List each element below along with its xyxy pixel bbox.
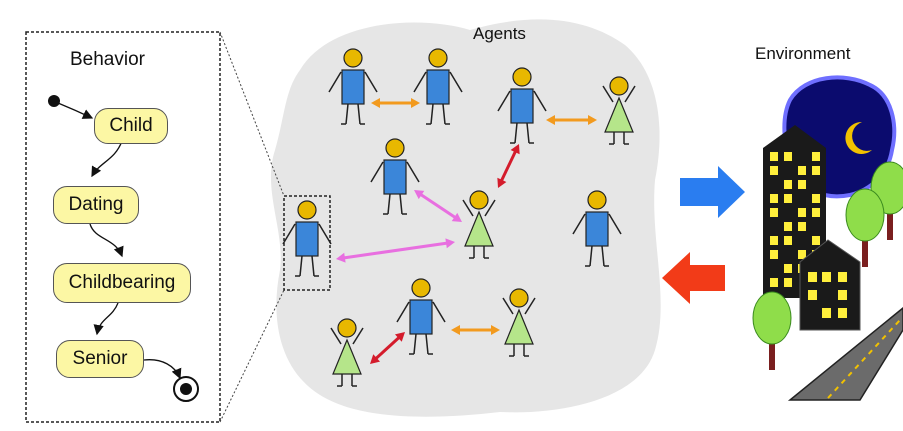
behavior-title: Behavior [70, 49, 145, 70]
interaction-arrow-pink [336, 238, 455, 263]
road-icon [787, 307, 903, 401]
interaction-arrow-orange [546, 115, 597, 125]
interaction-arrow-pink [414, 190, 462, 222]
transition-child-dating [91, 140, 123, 178]
arrow-to-environment [680, 166, 745, 218]
interaction-arrow-red [370, 332, 405, 364]
male-agent-icon [396, 278, 446, 355]
arrow-to-agents [662, 252, 725, 304]
male-agent-icon [572, 190, 622, 267]
state-child: Child [94, 108, 168, 144]
male-agent-icon [282, 200, 332, 277]
transition-childbearing-senior [93, 302, 119, 336]
tree-icon [752, 291, 792, 370]
zoom-line-top [219, 31, 285, 197]
male-agent-icon [497, 67, 547, 144]
male-agent-icon [413, 48, 463, 125]
building-icon [799, 239, 861, 331]
male-agent-icon [328, 48, 378, 125]
interaction-arrow-orange [451, 325, 500, 335]
moon-icon [845, 121, 872, 154]
interaction-arrow-orange [371, 98, 420, 108]
state-childbearing: Childbearing [53, 263, 191, 303]
start-node-icon [48, 95, 60, 107]
state-dating: Dating [53, 186, 139, 224]
male-agent-icon [370, 138, 420, 215]
female-agent-icon [502, 288, 536, 357]
transition-senior-end [143, 359, 182, 380]
state-senior: Senior [56, 340, 144, 378]
female-agent-icon [330, 318, 364, 387]
interaction-arrow-red [497, 144, 520, 188]
transition-dating-childbearing [89, 223, 124, 258]
female-agent-icon [602, 76, 636, 145]
end-node-icon [173, 376, 199, 402]
transition-start-child [57, 102, 94, 119]
environment-title: Environment [755, 44, 851, 63]
female-agent-icon [462, 190, 496, 259]
tree-icon [845, 188, 885, 267]
zoom-line-bottom [219, 289, 285, 423]
agents-title: Agents [473, 24, 526, 43]
